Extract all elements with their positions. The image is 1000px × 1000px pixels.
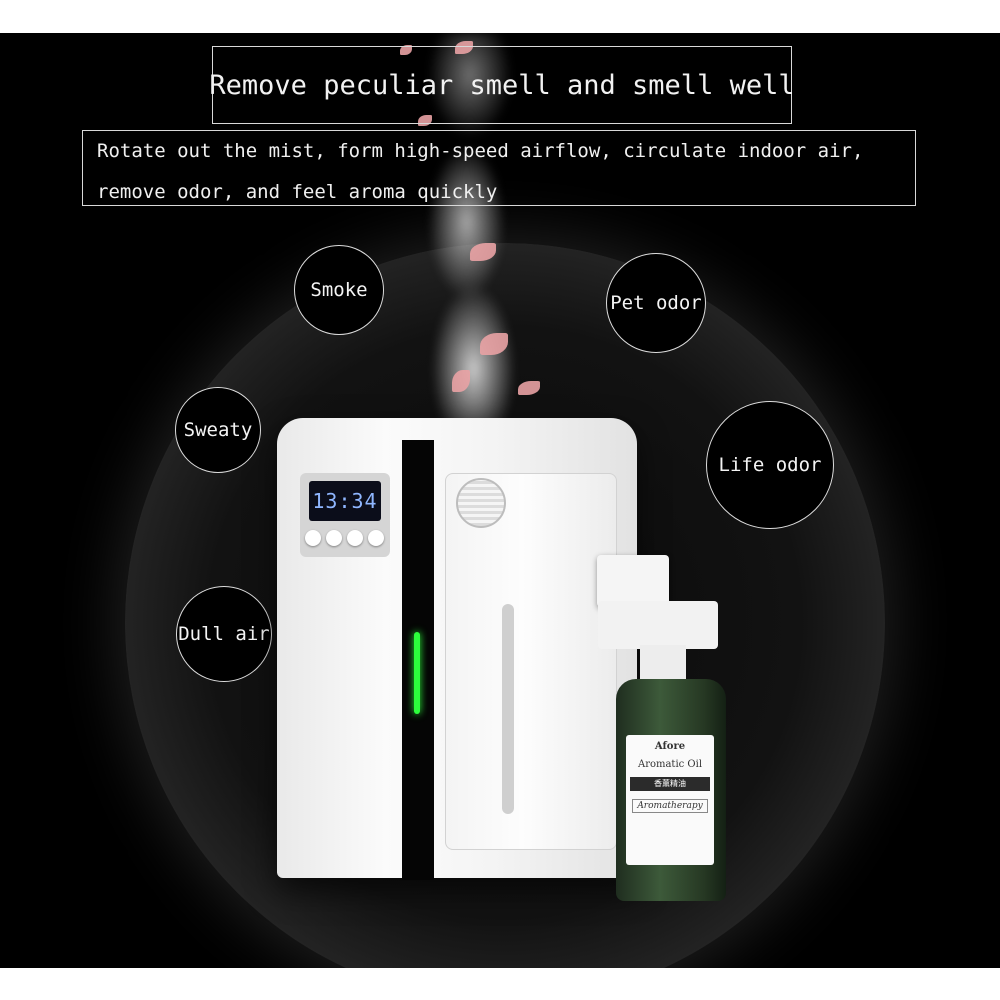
control-panel: 13:34 <box>300 473 390 557</box>
product-scene: Smoke Pet odor Sweaty Life odor Dull air… <box>0 33 1000 968</box>
bottle-neck <box>640 645 686 685</box>
black-strip <box>402 440 434 880</box>
atomizer-head <box>598 601 718 649</box>
vent-icon <box>456 478 506 528</box>
bottle-chinese-label: 香薰精油 <box>630 777 710 791</box>
odor-badge-smoke: Smoke <box>294 245 384 335</box>
device-door <box>445 473 617 850</box>
panel-button <box>326 530 342 546</box>
petal <box>452 370 470 392</box>
lcd-screen: 13:34 <box>309 481 381 521</box>
bottle-product: Aromatic Oil <box>637 759 703 770</box>
oil-window <box>502 604 514 814</box>
atomizer-nozzle <box>597 555 669 607</box>
odor-label: Dull air <box>178 623 270 645</box>
description-line-2: remove odor, and feel aroma quickly <box>97 181 498 203</box>
odor-label: Sweaty <box>183 419 253 441</box>
odor-badge-sweaty: Sweaty <box>175 387 261 473</box>
panel-button <box>368 530 384 546</box>
description-line-1: Rotate out the mist, form high-speed air… <box>97 140 864 162</box>
petal <box>470 243 496 261</box>
oil-bottle: Afore Aromatic Oil 香薰精油 Aromatherapy <box>616 679 726 901</box>
odor-label: Life odor <box>718 454 822 476</box>
odor-badge-life-odor: Life odor <box>706 401 834 529</box>
panel-button <box>305 530 321 546</box>
petal <box>518 381 540 395</box>
odor-label: Smoke <box>310 279 368 301</box>
display-time: 13:34 <box>312 489 378 513</box>
bottle-script: Aromatherapy <box>632 799 708 813</box>
odor-badge-dull-air: Dull air <box>176 586 272 682</box>
bottle-label: Afore Aromatic Oil 香薰精油 Aromatherapy <box>626 735 714 865</box>
bottle-brand: Afore <box>654 741 686 752</box>
panel-button <box>347 530 363 546</box>
petal <box>480 333 508 355</box>
headline-box: Remove peculiar smell and smell well <box>209 46 795 124</box>
petal <box>400 45 412 55</box>
petal <box>455 41 473 54</box>
description-box: Rotate out the mist, form high-speed air… <box>82 130 916 206</box>
indicator-light <box>414 632 420 714</box>
aroma-diffuser: 13:34 <box>277 418 637 880</box>
odor-label: Pet odor <box>610 292 702 314</box>
odor-badge-pet-odor: Pet odor <box>606 253 706 353</box>
petal <box>418 115 432 126</box>
headline: Remove peculiar smell and smell well <box>209 69 795 101</box>
